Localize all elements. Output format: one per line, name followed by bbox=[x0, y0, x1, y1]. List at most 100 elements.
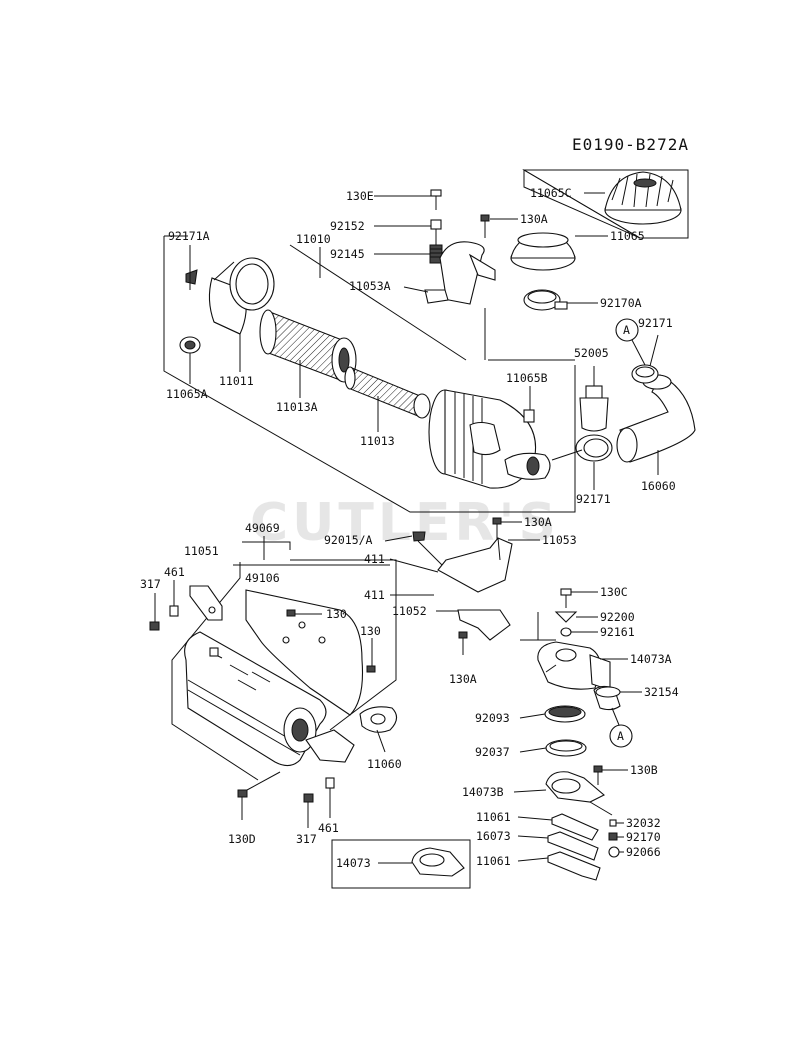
callout-a-bottom bbox=[609, 724, 633, 748]
part-317-nut-bottom bbox=[303, 793, 314, 828]
label-11065a: 11065A bbox=[166, 387, 208, 401]
part-130c-bolt bbox=[560, 588, 572, 608]
label-92171-top: 92171 bbox=[638, 316, 673, 330]
label-49106: 49106 bbox=[245, 571, 280, 585]
part-130a-screw-mid bbox=[492, 517, 502, 540]
label-92171a: 92171A bbox=[168, 229, 210, 243]
label-callout-a-top: A bbox=[623, 323, 630, 337]
label-16073: 16073 bbox=[476, 829, 511, 843]
label-49069: 49069 bbox=[245, 521, 280, 535]
part-52005-valve bbox=[579, 385, 609, 432]
label-92152: 92152 bbox=[330, 219, 365, 233]
label-92093: 92093 bbox=[475, 711, 510, 725]
part-11013a-element bbox=[259, 309, 357, 383]
part-130-screw-b bbox=[366, 665, 376, 673]
part-92200-washer bbox=[554, 611, 578, 623]
part-11065a-valve bbox=[179, 336, 201, 354]
label-14073: 14073 bbox=[336, 856, 371, 870]
label-130-b: 130 bbox=[360, 624, 381, 638]
part-92152-washer bbox=[430, 219, 442, 230]
label-92171-bottom: 92171 bbox=[576, 492, 611, 506]
label-130-a: 130 bbox=[326, 607, 347, 621]
part-130e-bolt bbox=[430, 189, 442, 210]
inset-box-11065c bbox=[522, 169, 689, 239]
label-92145: 92145 bbox=[330, 247, 365, 261]
label-92037: 92037 bbox=[475, 745, 510, 759]
part-14073b-base bbox=[545, 771, 605, 803]
label-11013a: 11013A bbox=[276, 400, 318, 414]
part-16073-plate bbox=[547, 831, 599, 861]
label-32032: 32032 bbox=[626, 816, 661, 830]
part-130-screw-a bbox=[286, 609, 296, 617]
label-92170: 92170 bbox=[626, 830, 661, 844]
part-14073a-housing bbox=[537, 641, 611, 691]
label-130a-mid: 130A bbox=[524, 515, 552, 529]
part-11010-body bbox=[428, 389, 551, 489]
part-49069-muffler bbox=[184, 631, 355, 767]
part-49106-heat-shield bbox=[245, 589, 364, 716]
part-92015a-clip bbox=[412, 531, 426, 542]
part-92093-seal bbox=[544, 705, 586, 723]
label-11061-b: 11061 bbox=[476, 854, 511, 868]
inset-box-14073 bbox=[331, 839, 471, 889]
label-11061-a: 11061 bbox=[476, 810, 511, 824]
label-130e: 130E bbox=[346, 189, 374, 203]
part-11060-gasket bbox=[359, 706, 398, 733]
part-317-nut-top bbox=[149, 621, 160, 631]
label-11065b: 11065B bbox=[506, 371, 548, 385]
label-130b: 130B bbox=[630, 763, 658, 777]
part-32032-pin bbox=[609, 819, 617, 827]
air-cleaner-group-outline bbox=[163, 235, 576, 513]
muffler-group-outline bbox=[171, 541, 397, 781]
label-14073a: 14073A bbox=[630, 652, 672, 666]
part-11065c-cap bbox=[604, 171, 682, 225]
callout-a-top bbox=[615, 318, 639, 342]
diagram-code: E0190-B272A bbox=[572, 135, 689, 154]
label-130c: 130C bbox=[600, 585, 628, 599]
label-52005: 52005 bbox=[574, 346, 609, 360]
part-92066-plug bbox=[608, 846, 620, 858]
part-130d-bolt bbox=[237, 771, 281, 820]
part-461-washer-top bbox=[169, 605, 179, 617]
label-11051: 11051 bbox=[184, 544, 219, 558]
label-130d: 130D bbox=[228, 832, 256, 846]
label-11053: 11053 bbox=[542, 533, 577, 547]
part-14073-housing bbox=[411, 847, 465, 877]
part-labels: 130E 92152 92145 11053A 130A 11065C 1106… bbox=[140, 186, 679, 870]
part-130a-screw-low bbox=[458, 631, 468, 655]
part-11061-gasket-b bbox=[547, 851, 601, 881]
label-16060: 16060 bbox=[641, 479, 676, 493]
label-11013: 11013 bbox=[360, 434, 395, 448]
label-130a-top: 130A bbox=[520, 212, 548, 226]
label-11052: 11052 bbox=[392, 604, 427, 618]
label-317-top: 317 bbox=[140, 577, 161, 591]
part-92171-clamp-upper bbox=[631, 364, 659, 384]
part-32154-hose bbox=[593, 685, 621, 711]
label-14073b: 14073B bbox=[462, 785, 504, 799]
label-92015a: 92015/A bbox=[324, 533, 373, 547]
part-11051-bracket bbox=[189, 585, 223, 621]
watermark-text: CUTLER'S bbox=[250, 493, 560, 553]
part-92170-clamp bbox=[608, 832, 618, 841]
part-92170a-clamp bbox=[523, 289, 568, 311]
part-11061-gasket-a bbox=[551, 813, 599, 841]
label-461-bottom: 461 bbox=[318, 821, 339, 835]
part-11053-bracket bbox=[437, 537, 513, 593]
label-411-a: 411 bbox=[364, 552, 385, 566]
part-461-washer-bottom bbox=[325, 777, 335, 818]
part-130b-bolt bbox=[593, 765, 603, 785]
label-callout-a-bottom: A bbox=[617, 729, 624, 743]
label-92066: 92066 bbox=[626, 845, 661, 859]
label-92170a: 92170A bbox=[600, 296, 642, 310]
label-92161: 92161 bbox=[600, 625, 635, 639]
label-130a-low: 130A bbox=[449, 672, 477, 686]
label-11065c: 11065C bbox=[530, 186, 572, 200]
part-92161-washer bbox=[560, 627, 572, 637]
leader-lines bbox=[189, 192, 659, 864]
label-32154: 32154 bbox=[644, 685, 679, 699]
part-16060-hose bbox=[616, 374, 696, 463]
label-11053a: 11053A bbox=[349, 279, 391, 293]
part-11053a-bracket bbox=[424, 241, 496, 305]
part-11065-cap bbox=[510, 232, 576, 271]
